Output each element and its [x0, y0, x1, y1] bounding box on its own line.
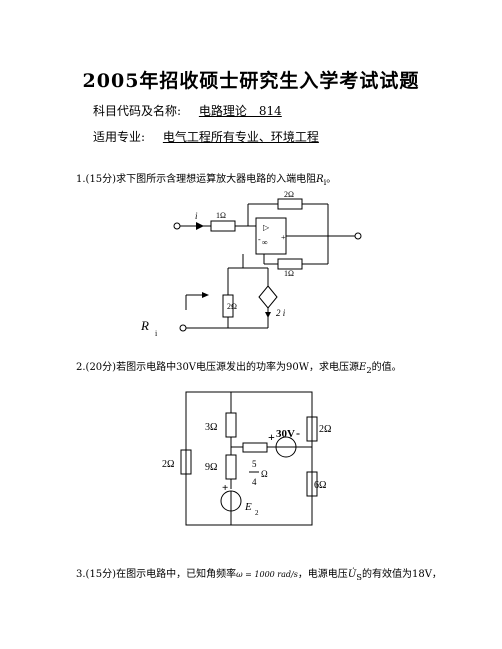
major-row: 适用专业: 电气工程所有专业、环境工程 — [93, 128, 319, 145]
c1-opamp-minus: - — [258, 235, 261, 244]
q2-score: (20分) — [85, 362, 117, 373]
c1-feedback-resistor — [277, 198, 303, 210]
c1-shunt-resistor-label: 2Ω — [227, 302, 237, 311]
q3-us: U̇ — [347, 569, 357, 580]
c2-resistor-left-2 — [180, 449, 192, 475]
c2-resistor-6-label: 6Ω — [314, 480, 326, 491]
c1-input-resistor-label: 1Ω — [216, 211, 226, 220]
c2-frac-den: 4 — [252, 477, 257, 487]
c1-input-terminal — [173, 222, 181, 230]
c2-e2-sub: 2 — [255, 509, 259, 517]
c2-resistor-9 — [225, 454, 237, 480]
c2-resistor-right-2-label: 2Ω — [319, 424, 331, 435]
q3-omega: ω = 1000 rad/s — [236, 570, 298, 579]
c2-resistor-5-4 — [242, 442, 268, 453]
c1-opamp-inf: ∞ — [262, 238, 268, 247]
major-value: 电气工程所有专业、环境工程 — [162, 130, 319, 144]
q1-end: 。 — [326, 174, 337, 185]
c2-resistor-9-label: 9Ω — [205, 462, 217, 473]
c2-source-value: 30V — [276, 428, 295, 440]
q2-subscript: 2 — [366, 365, 372, 375]
circuit-1: i 1Ω 2Ω ▷ ∞ - + 1Ω 2Ω — [140, 190, 362, 338]
major-label: 适用专业: — [93, 130, 146, 144]
c2-frac-unit: Ω — [261, 469, 268, 479]
c2-source-plus: + — [268, 430, 275, 444]
c2-resistor-left-2-label: 2Ω — [162, 459, 174, 470]
q3-score: (15分) — [85, 569, 117, 580]
subject-value: 电路理论 814 — [198, 104, 282, 118]
q3-text3: 的有效值为18V， — [361, 569, 442, 580]
c1-output-terminal — [354, 232, 362, 240]
q1-symbol: R — [316, 174, 324, 185]
q3-number: 3. — [76, 569, 86, 580]
c1-current-label: i — [195, 211, 198, 221]
c1-feedback-resistor-label: 2Ω — [284, 190, 294, 199]
c1-input-resistor — [210, 220, 236, 232]
exam-title: 2005年招收硕士研究生入学考试试题 — [82, 70, 420, 92]
q3-text: 在图示电路中，已知角频率 — [116, 569, 237, 580]
q1-number: 1. — [76, 174, 86, 185]
q1-text: 求下图所示含理想运算放大器电路的入端电阻 — [116, 174, 317, 185]
c1-source-arrow-icon — [265, 312, 271, 318]
q3-us-sub: S — [356, 572, 362, 582]
q3-text2: ，电源电压 — [297, 569, 348, 580]
c2-frac-num: 5 — [252, 459, 257, 469]
c2-resistor-3 — [225, 412, 237, 438]
c2-resistor-3-label: 3Ω — [205, 422, 217, 433]
c2-frame — [185, 391, 313, 526]
subject-row: 科目代码及名称: 电路理论 814 — [93, 102, 282, 119]
question-2: 2.(20分)若图示电路中30V电压源发出的功率为90W，求电压源E2的值。 — [76, 358, 402, 375]
c1-output-resistor-label: 1Ω — [284, 269, 294, 278]
question-3: 3.(15分)在图示电路中，已知角频率ω = 1000 rad/s，电源电压U̇… — [76, 565, 442, 582]
q1-subscript: i — [323, 177, 327, 187]
subject-label: 科目代码及名称: — [93, 104, 182, 118]
c1-port-sub: i — [155, 329, 158, 338]
c1-dependent-source-icon — [258, 285, 278, 309]
q1-score: (15分) — [85, 174, 117, 185]
circuit-2: 3Ω 9Ω + E 2 2Ω 2Ω 6Ω + 30V - 5 4 Ω — [162, 391, 331, 526]
c1-current-arrow-icon — [196, 222, 204, 230]
c2-resistor-6 — [306, 471, 318, 497]
q2-text: 若图示电路中30V电压源发出的功率为90W，求电压源 — [116, 362, 360, 373]
c1-opamp-triangle: ▷ — [263, 223, 270, 232]
c2-source-minus: - — [296, 426, 300, 440]
c1-opamp-plus: + — [281, 233, 286, 242]
c2-e2-symbol: E — [244, 501, 252, 513]
c1-port-arrow-icon — [202, 292, 209, 298]
c1-source-label: 2 i — [276, 308, 286, 318]
c2-resistor-right-2 — [306, 416, 318, 442]
q2-number: 2. — [76, 362, 86, 373]
question-1: 1.(15分)求下图所示含理想运算放大器电路的入端电阻Ri。 — [76, 170, 336, 187]
c1-port-terminal — [179, 324, 187, 332]
q2-symbol: E — [359, 362, 367, 373]
c1-port-label: R — [140, 318, 149, 333]
q2-end: 的值。 — [371, 362, 402, 373]
c1-output-resistor — [277, 258, 303, 270]
c2-e2-plus: + — [222, 482, 228, 494]
